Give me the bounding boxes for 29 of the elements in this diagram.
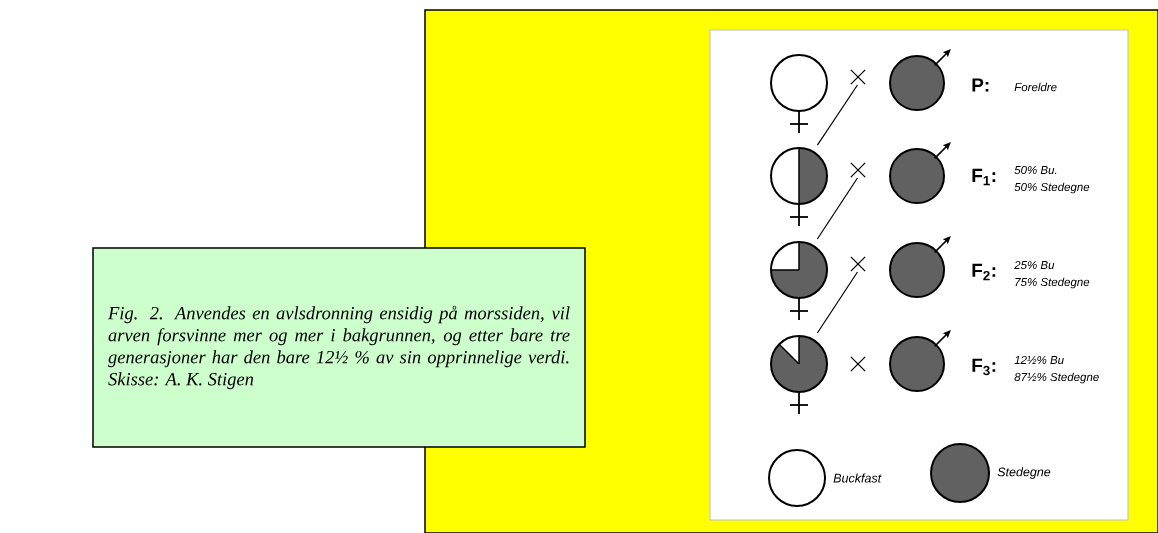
caption-box: Fig. 2. Anvendes en avlsdronning ensidig på morssiden, vil arven forsvinne mer og mer i bakgrunnen, og etter bare tre generasjoner har den bare 12½ % av sin opprinnelige verdi. Skisse: A. K. Stigen bbox=[92, 247, 586, 448]
male-symbol bbox=[889, 142, 951, 204]
male-symbol bbox=[889, 330, 951, 392]
percentage-text: 75% Stedegne bbox=[1015, 277, 1090, 289]
generation-label: P: bbox=[972, 78, 989, 92]
percentage-text: Foreldre bbox=[1014, 82, 1057, 92]
cross-symbol bbox=[850, 162, 866, 178]
generation-label: F$_{1}$: bbox=[972, 168, 996, 186]
female-symbol bbox=[770, 54, 828, 134]
connector-line bbox=[816, 271, 859, 334]
generation-label: F$_{2}$: bbox=[972, 263, 996, 281]
cross-symbol bbox=[850, 256, 866, 272]
percentage-text: 12½% Bu bbox=[1014, 355, 1064, 365]
cross-symbol bbox=[850, 356, 866, 372]
percentage-text: 50% Bu. bbox=[1014, 165, 1057, 175]
male-symbol bbox=[889, 236, 951, 298]
percentage-text: 25% Bu bbox=[1014, 260, 1055, 270]
percentage-text: 87½% Stedegne bbox=[1014, 372, 1099, 384]
female-symbol bbox=[770, 335, 828, 415]
female-symbol bbox=[770, 147, 828, 227]
connector-line bbox=[816, 84, 859, 146]
cross-symbol bbox=[850, 69, 866, 85]
legend-text: Stedegne bbox=[997, 467, 1051, 479]
male-symbol bbox=[889, 49, 951, 111]
percentage-text: 50% Stedegne bbox=[1014, 182, 1090, 194]
legend-text: Buckfast bbox=[833, 473, 882, 483]
female-symbol bbox=[770, 241, 828, 321]
generation-label: F$_{3}$: bbox=[972, 358, 996, 376]
connector-line bbox=[816, 177, 859, 240]
